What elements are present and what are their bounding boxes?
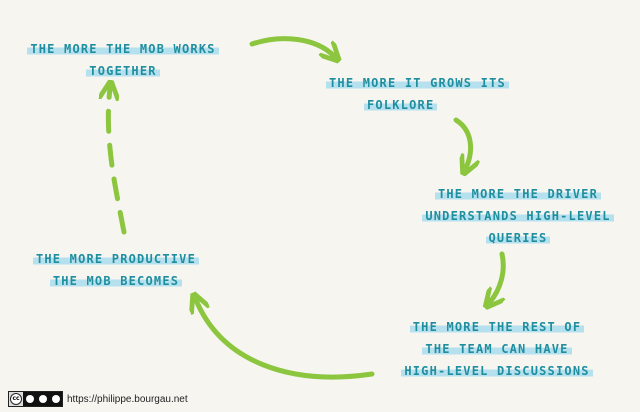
node-driver-understands: the more the driver understands high-lev… <box>404 183 632 249</box>
node-line: the more the rest of <box>384 316 610 338</box>
node-line: the more productive <box>16 248 216 270</box>
node-grows-folklore: the more it grows its folklore <box>326 72 509 116</box>
node-line: the mob becomes <box>16 270 216 292</box>
arrow-mob-to-folklore <box>249 36 334 56</box>
node-team-discussions: the more the rest of the team can have h… <box>384 316 610 382</box>
node-line: the team can have <box>384 338 610 360</box>
nd-icon <box>49 392 62 406</box>
by-icon <box>23 392 36 406</box>
node-line: high-level discussions <box>384 360 610 382</box>
nc-icon <box>36 392 49 406</box>
node-line: queries <box>404 227 632 249</box>
node-line: the more the driver <box>404 183 632 205</box>
node-line: understands high-level <box>404 205 632 227</box>
node-mob-productive: the more productive the mob becomes <box>16 248 216 292</box>
node-mob-works-together: the more the mob works together <box>14 38 232 82</box>
cc-icon: cc <box>9 392 23 406</box>
node-line: the more the mob works <box>14 38 232 60</box>
arrow-folklore-to-driver <box>453 117 471 168</box>
node-line: folklore <box>326 94 506 116</box>
author-url-link[interactable]: https://philippe.bourgau.net <box>67 393 188 405</box>
arrow-driver-to-team <box>490 251 506 302</box>
node-line: the more it grows its <box>326 72 509 94</box>
node-line: together <box>14 60 232 82</box>
arrow-productive-to-mob <box>108 88 127 235</box>
arrow-team-to-productive <box>196 300 375 380</box>
cc-license-badge[interactable]: cc <box>8 391 63 407</box>
license-footer: cc https://philippe.bourgau.net <box>8 391 188 407</box>
